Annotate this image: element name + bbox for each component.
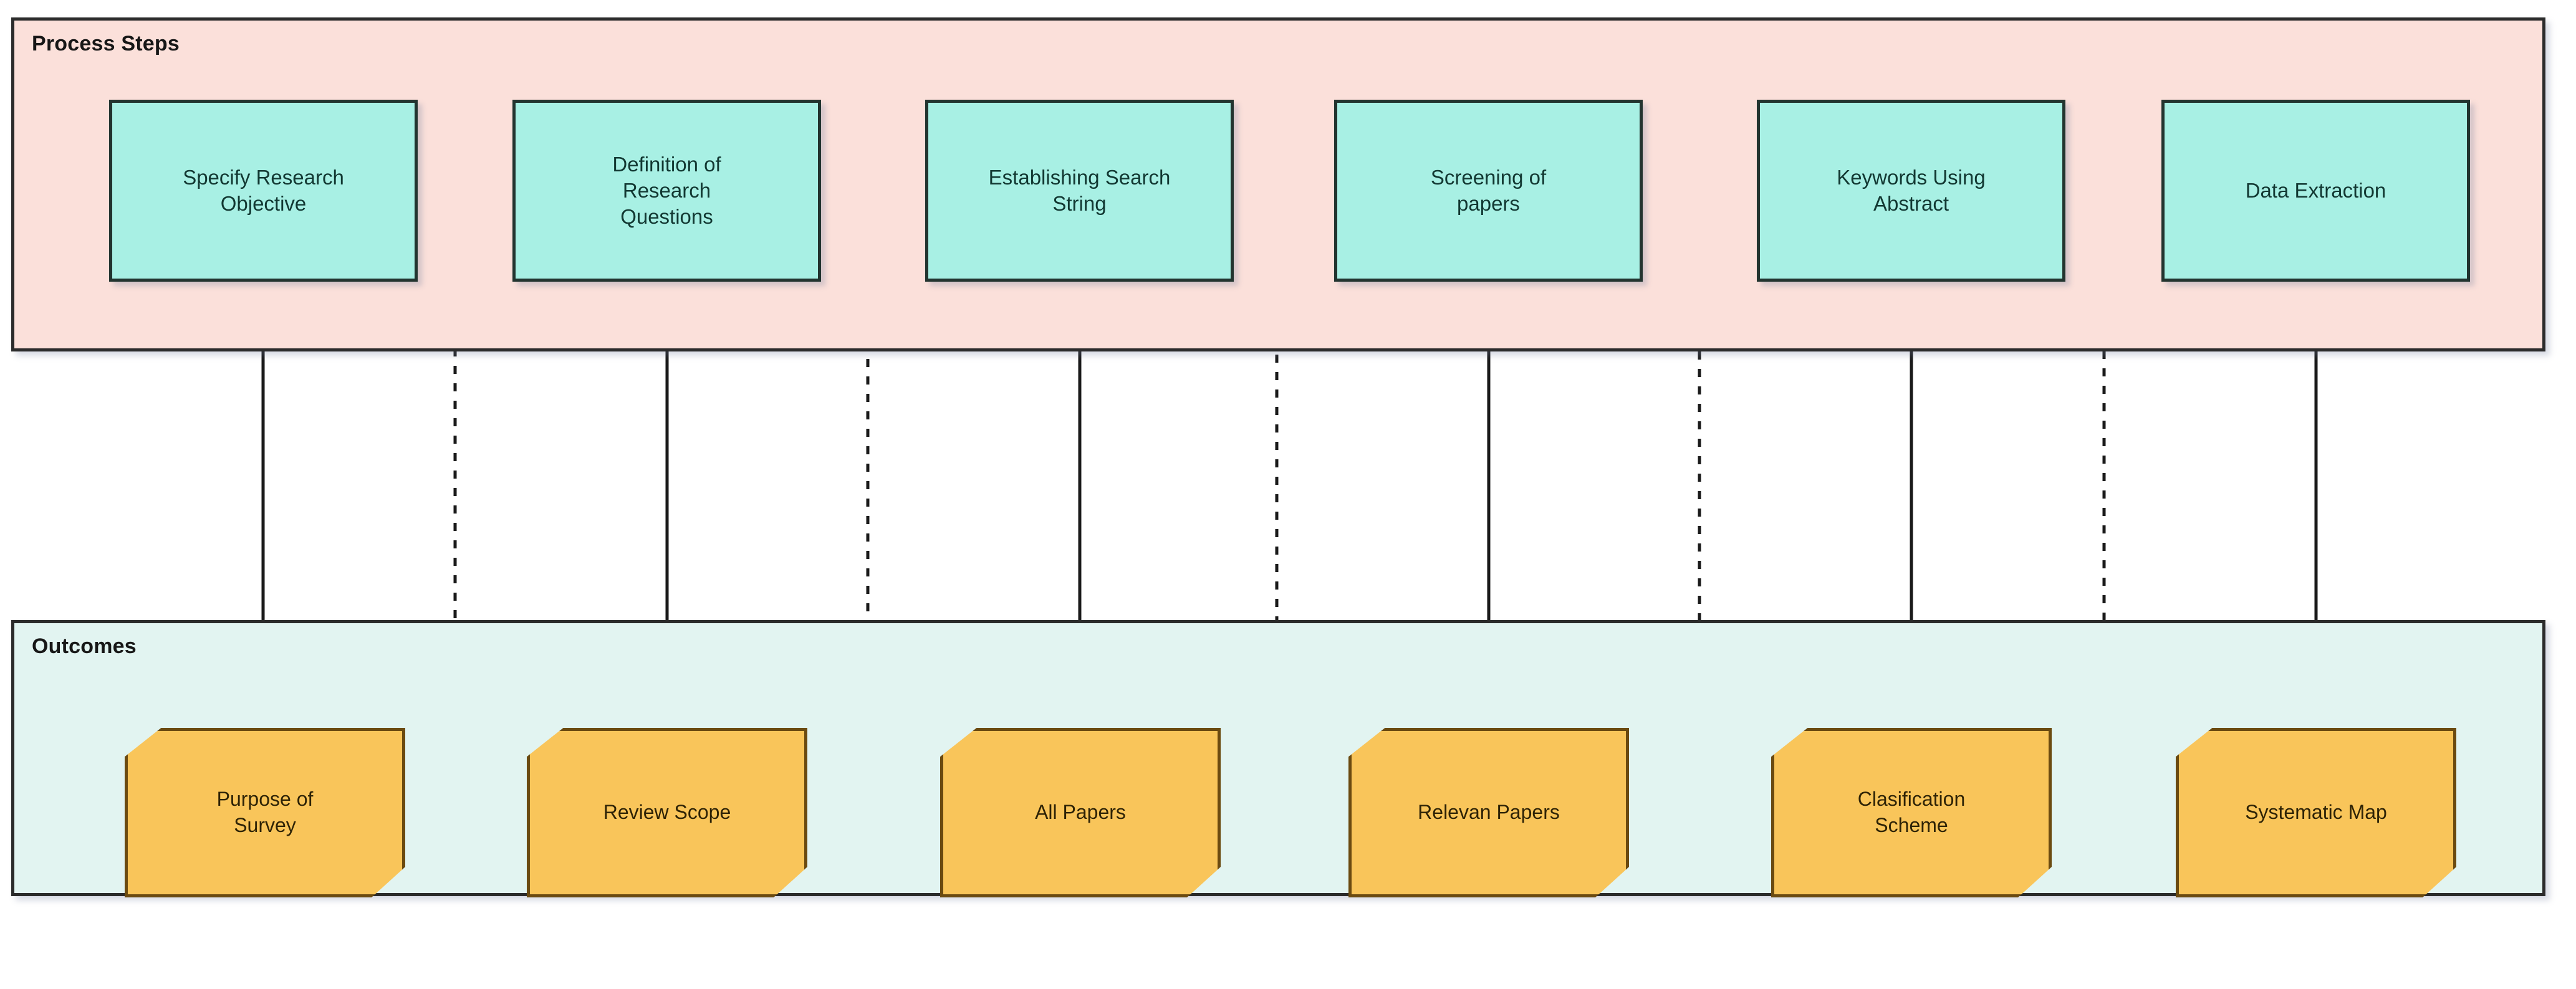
outcome-all-papers[interactable]: All Papers — [940, 728, 1221, 897]
outcome-relevan-papers[interactable]: Relevan Papers — [1348, 728, 1629, 897]
outcome-label: Review Scope — [603, 801, 731, 824]
outcome-review-scope[interactable]: Review Scope — [527, 728, 807, 897]
swimlane-outcomes: Outcomes — [11, 620, 2545, 896]
process-step-data-extraction[interactable]: Data Extraction — [2161, 100, 2470, 282]
swimlane-process-steps: Process Steps — [11, 17, 2545, 351]
swimlane-process-steps-title: Process Steps — [32, 32, 180, 55]
outcome-label: Systematic Map — [2245, 801, 2387, 824]
swimlane-outcomes-title: Outcomes — [32, 634, 137, 658]
outcome-label: All Papers — [1035, 801, 1126, 824]
outcome-label: Relevan Papers — [1418, 801, 1560, 824]
outcome-systematic-map[interactable]: Systematic Map — [2176, 728, 2456, 897]
process-step-label: Data Extraction — [2245, 178, 2386, 202]
